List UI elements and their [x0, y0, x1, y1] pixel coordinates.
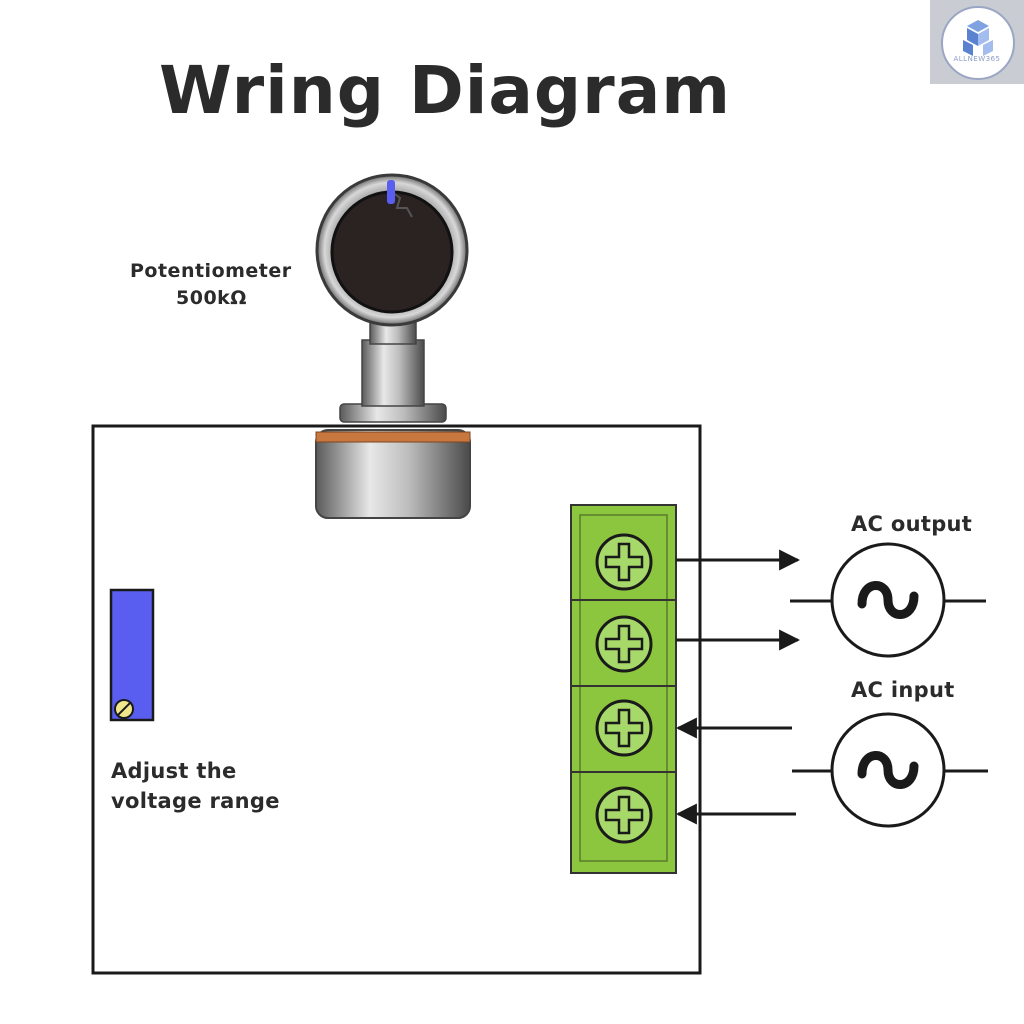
ac-input-source [792, 712, 988, 828]
adjust-label-line2: voltage range [111, 789, 280, 813]
screw-terminal-icon[interactable] [595, 699, 653, 757]
trimmer-screw-icon [114, 699, 134, 719]
ac-output-source [790, 542, 986, 658]
potentiometer-label: Potentiometer 500kΩ [130, 258, 292, 312]
potentiometer[interactable] [315, 173, 471, 519]
logo-text: ALLNEW365 [953, 55, 1001, 63]
potentiometer-label-line2: 500kΩ [176, 287, 247, 309]
ac-input-label: AC input [851, 678, 955, 702]
screw-terminal-icon[interactable] [595, 615, 653, 673]
cube-logo-icon [963, 20, 993, 56]
brand-logo: ALLNEW365 [930, 0, 1024, 84]
logo-badge [941, 6, 1015, 80]
ac-source-icon [857, 751, 919, 789]
screw-terminal-icon[interactable] [595, 786, 653, 844]
ac-source-icon [857, 581, 919, 619]
ac-output-label: AC output [851, 512, 973, 536]
adjust-label-line1: Adjust the [111, 759, 237, 783]
potentiometer-label-line1: Potentiometer [130, 260, 292, 282]
potentiometer-knob-icon [387, 180, 413, 218]
terminal-block [570, 504, 677, 874]
page-title: Wring Diagram [158, 52, 732, 129]
screw-terminal-icon[interactable] [595, 533, 653, 591]
voltage-trimmer[interactable] [109, 588, 155, 722]
adjust-label: Adjust the voltage range [111, 756, 280, 816]
